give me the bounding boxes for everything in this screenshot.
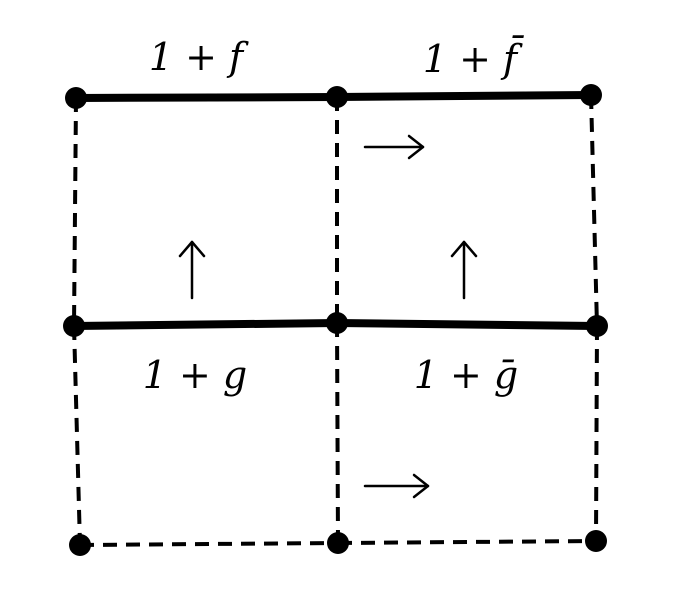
right-arrow-top-icon xyxy=(363,134,425,160)
edge-bottom-right xyxy=(337,539,597,545)
vertex-bottom-left xyxy=(69,534,91,556)
edge-top-right xyxy=(333,91,595,101)
edge-right-upper xyxy=(589,94,599,327)
vertex-top-center xyxy=(326,86,348,108)
vertex-top-left xyxy=(65,87,87,109)
up-arrow-right-icon xyxy=(450,240,478,300)
label-top-right: 1 + f̄ xyxy=(423,36,525,81)
edge-middle-right xyxy=(333,319,601,330)
vertex-bottom-right xyxy=(585,530,607,552)
up-arrow-left-icon xyxy=(178,240,206,300)
vertex-middle-center xyxy=(326,312,348,334)
edge-center-lower xyxy=(335,322,340,544)
edge-left-lower xyxy=(72,325,82,546)
edge-top-left xyxy=(72,93,341,102)
edge-middle-left xyxy=(70,319,341,330)
label-middle-right: 1 + ḡ xyxy=(414,353,519,397)
vertex-middle-right xyxy=(586,315,608,337)
edge-bottom-left xyxy=(79,541,339,547)
edge-left-upper xyxy=(72,97,78,327)
vertex-middle-left xyxy=(63,315,85,337)
right-arrow-bottom-icon xyxy=(363,473,430,499)
vertex-bottom-center xyxy=(327,532,349,554)
label-top-left: 1 + f xyxy=(149,35,249,79)
edge-right-lower xyxy=(594,325,599,542)
label-middle-left: 1 + g xyxy=(143,353,248,397)
vertex-top-right xyxy=(580,84,602,106)
